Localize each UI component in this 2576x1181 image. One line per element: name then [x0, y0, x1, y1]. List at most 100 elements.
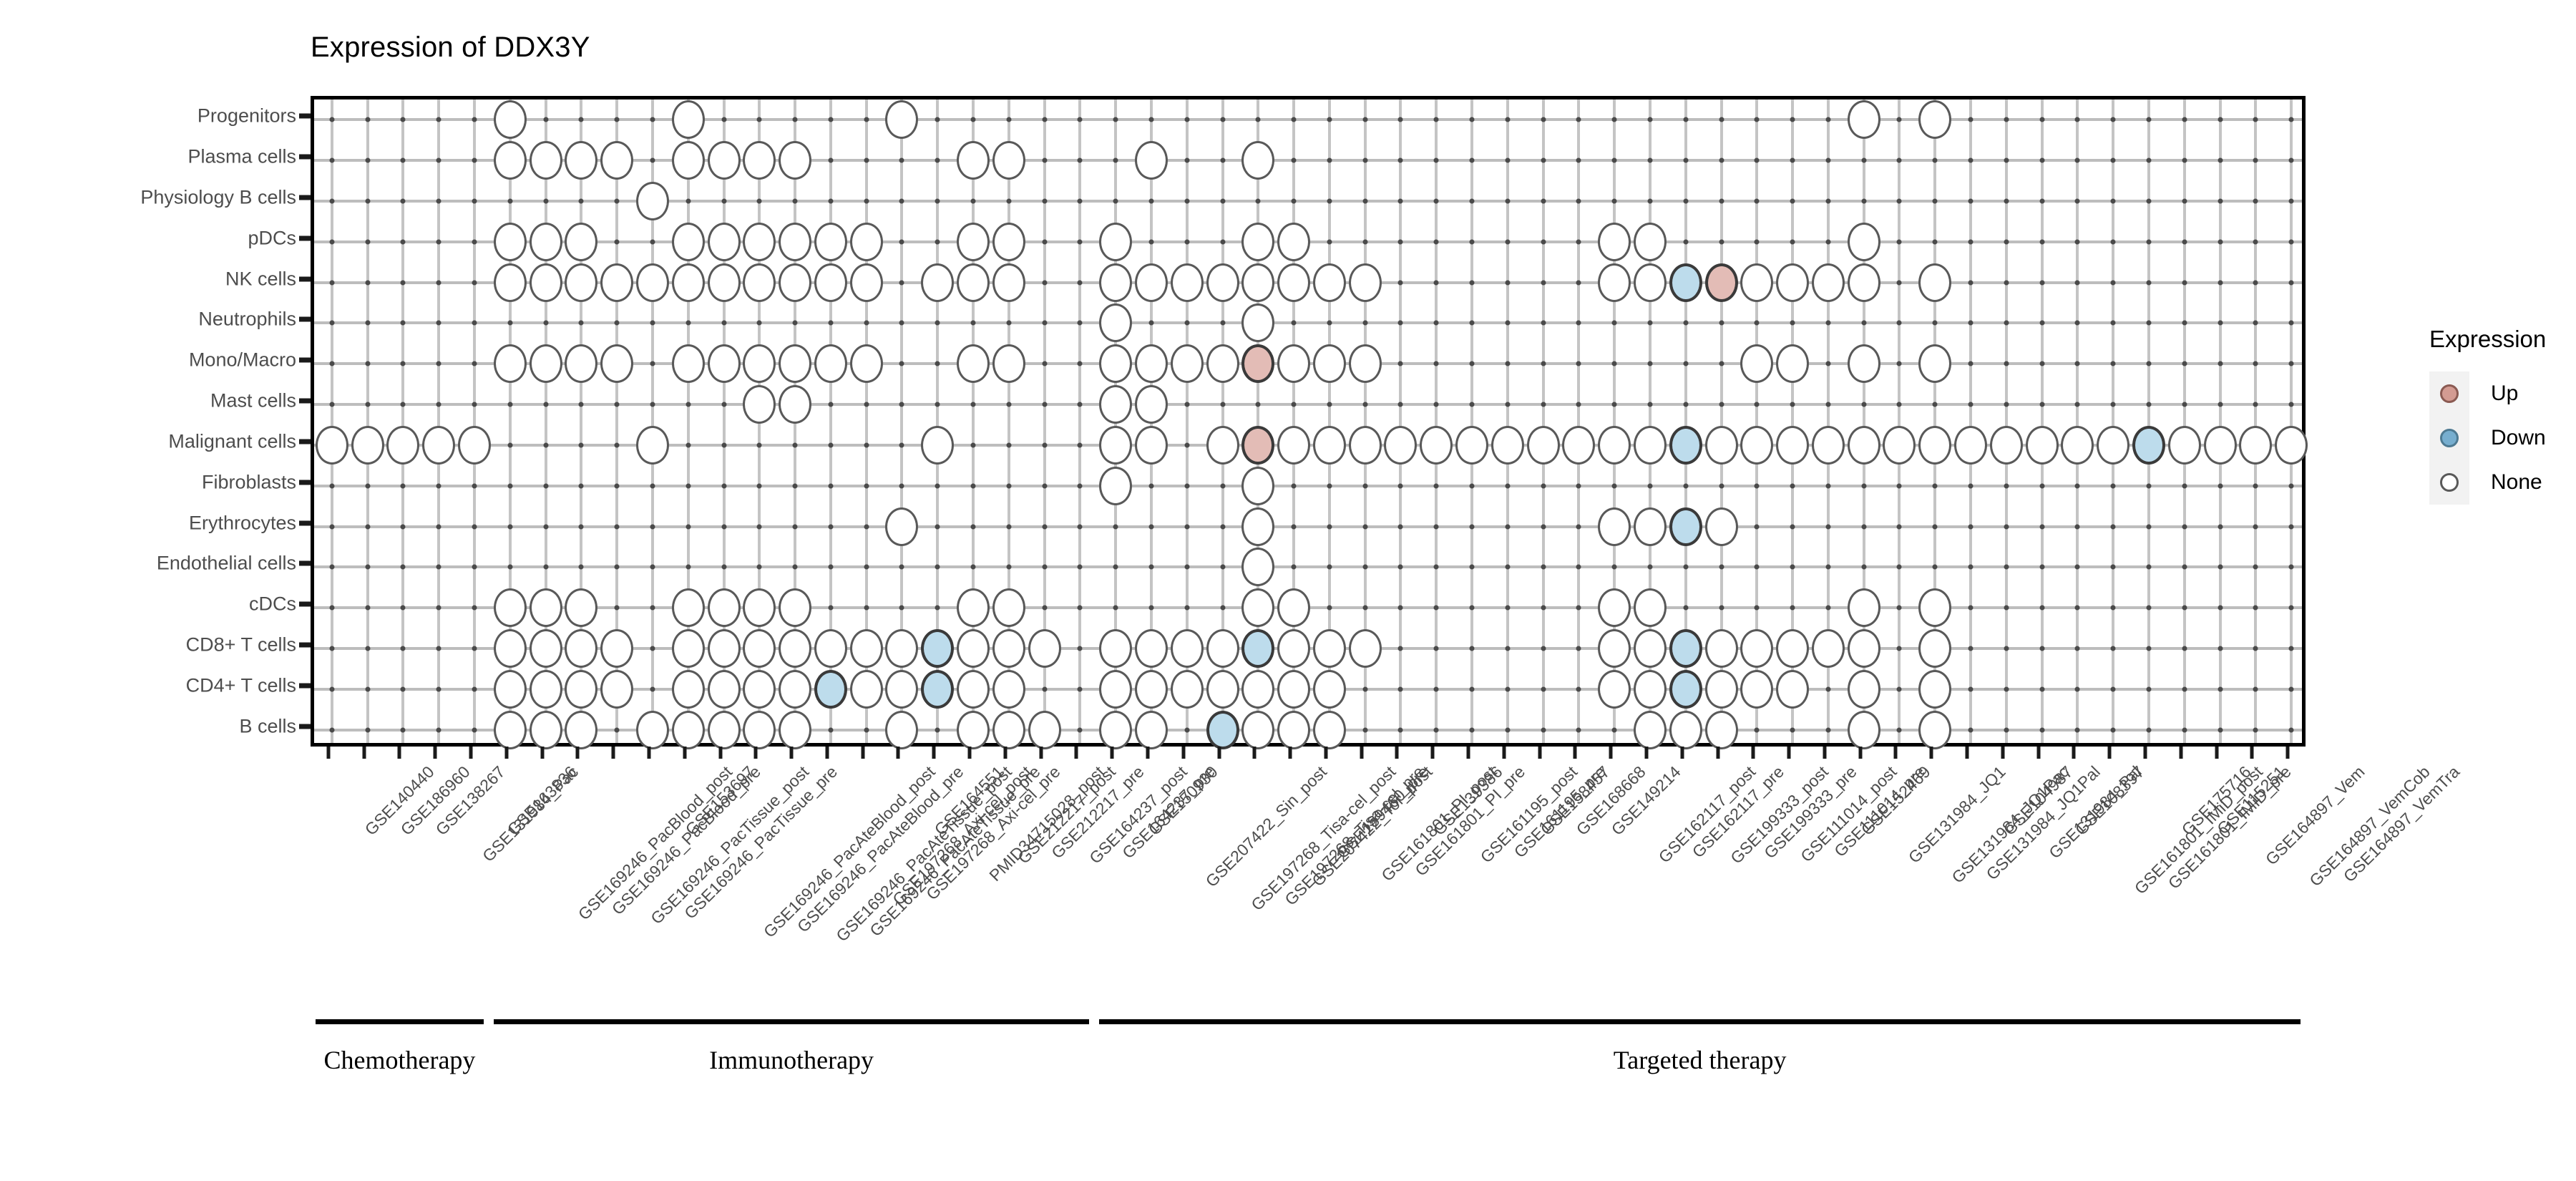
expression-dot[interactable]	[1099, 303, 1133, 343]
expression-dot[interactable]	[422, 425, 456, 465]
expression-dot[interactable]	[743, 628, 776, 668]
expression-dot[interactable]	[493, 344, 527, 384]
expression-dot[interactable]	[529, 588, 562, 628]
expression-dot[interactable]	[779, 141, 812, 180]
expression-dot[interactable]	[529, 141, 562, 180]
expression-dot[interactable]	[743, 710, 776, 749]
expression-dot[interactable]	[1170, 669, 1204, 709]
expression-dot[interactable]	[1776, 344, 1810, 384]
expression-dot[interactable]	[1241, 141, 1275, 180]
expression-dot[interactable]	[671, 141, 705, 180]
expression-dot[interactable]	[743, 222, 776, 261]
expression-dot[interactable]	[921, 628, 955, 668]
expression-dot[interactable]	[529, 628, 562, 668]
expression-dot[interactable]	[1669, 628, 1702, 668]
expression-dot[interactable]	[1170, 344, 1204, 384]
expression-dot[interactable]	[992, 344, 1025, 384]
expression-dot[interactable]	[1491, 425, 1524, 465]
expression-dot[interactable]	[1847, 263, 1880, 302]
expression-dot[interactable]	[885, 100, 919, 140]
expression-dot[interactable]	[1776, 669, 1810, 709]
expression-dot[interactable]	[1312, 710, 1346, 749]
expression-dot[interactable]	[957, 263, 990, 302]
expression-dot[interactable]	[707, 588, 741, 628]
expression-dot[interactable]	[1134, 385, 1168, 424]
expression-dot[interactable]	[1883, 425, 1916, 465]
expression-dot[interactable]	[1918, 628, 1952, 668]
expression-dot[interactable]	[743, 669, 776, 709]
expression-dot[interactable]	[671, 669, 705, 709]
expression-dot[interactable]	[1277, 628, 1311, 668]
expression-dot[interactable]	[1704, 669, 1738, 709]
expression-dot[interactable]	[1134, 628, 1168, 668]
expression-dot[interactable]	[600, 628, 634, 668]
expression-dot[interactable]	[2025, 425, 2059, 465]
expression-dot[interactable]	[1241, 669, 1275, 709]
expression-dot[interactable]	[600, 141, 634, 180]
expression-dot[interactable]	[1099, 425, 1133, 465]
expression-dot[interactable]	[1633, 222, 1667, 261]
expression-dot[interactable]	[1277, 710, 1311, 749]
expression-dot[interactable]	[1598, 425, 1631, 465]
expression-dot[interactable]	[921, 669, 955, 709]
expression-dot[interactable]	[1134, 344, 1168, 384]
expression-dot[interactable]	[565, 222, 598, 261]
expression-dot[interactable]	[671, 100, 705, 140]
legend-item[interactable]: None	[2429, 460, 2572, 505]
expression-dot[interactable]	[1241, 548, 1275, 587]
expression-dot[interactable]	[1241, 344, 1275, 384]
expression-dot[interactable]	[992, 669, 1025, 709]
expression-dot[interactable]	[1598, 588, 1631, 628]
expression-dot[interactable]	[635, 710, 669, 749]
expression-dot[interactable]	[1776, 628, 1810, 668]
expression-dot[interactable]	[671, 628, 705, 668]
expression-dot[interactable]	[529, 263, 562, 302]
expression-dot[interactable]	[1918, 263, 1952, 302]
expression-dot[interactable]	[2061, 425, 2094, 465]
expression-dot[interactable]	[600, 669, 634, 709]
expression-dot[interactable]	[1099, 222, 1133, 261]
expression-dot[interactable]	[1918, 100, 1952, 140]
expression-dot[interactable]	[1277, 588, 1311, 628]
expression-dot[interactable]	[1847, 628, 1880, 668]
expression-dot[interactable]	[849, 628, 883, 668]
expression-dot[interactable]	[1134, 669, 1168, 709]
expression-dot[interactable]	[1598, 507, 1631, 546]
expression-dot[interactable]	[849, 263, 883, 302]
expression-dot[interactable]	[1241, 303, 1275, 343]
expression-dot[interactable]	[1776, 425, 1810, 465]
expression-dot[interactable]	[814, 628, 847, 668]
expression-dot[interactable]	[1598, 222, 1631, 261]
expression-dot[interactable]	[458, 425, 492, 465]
expression-dot[interactable]	[565, 669, 598, 709]
expression-dot[interactable]	[1633, 425, 1667, 465]
expression-dot[interactable]	[992, 710, 1025, 749]
expression-dot[interactable]	[1740, 628, 1774, 668]
legend-item[interactable]: Up	[2429, 371, 2572, 416]
expression-dot[interactable]	[1847, 710, 1880, 749]
expression-dot[interactable]	[565, 588, 598, 628]
expression-dot[interactable]	[957, 588, 990, 628]
expression-dot[interactable]	[957, 222, 990, 261]
expression-dot[interactable]	[1847, 669, 1880, 709]
expression-dot[interactable]	[1241, 425, 1275, 465]
expression-dot[interactable]	[1918, 588, 1952, 628]
expression-dot[interactable]	[1669, 669, 1702, 709]
expression-dot[interactable]	[1633, 628, 1667, 668]
expression-dot[interactable]	[1241, 710, 1275, 749]
expression-dot[interactable]	[957, 628, 990, 668]
expression-dot[interactable]	[885, 669, 919, 709]
expression-dot[interactable]	[1241, 222, 1275, 261]
expression-dot[interactable]	[743, 263, 776, 302]
expression-dot[interactable]	[565, 141, 598, 180]
expression-dot[interactable]	[779, 669, 812, 709]
expression-dot[interactable]	[1704, 628, 1738, 668]
expression-dot[interactable]	[1312, 263, 1346, 302]
expression-dot[interactable]	[1277, 669, 1311, 709]
expression-dot[interactable]	[849, 669, 883, 709]
expression-dot[interactable]	[1099, 263, 1133, 302]
expression-dot[interactable]	[779, 628, 812, 668]
expression-dot[interactable]	[1847, 588, 1880, 628]
expression-dot[interactable]	[493, 141, 527, 180]
expression-dot[interactable]	[1847, 425, 1880, 465]
